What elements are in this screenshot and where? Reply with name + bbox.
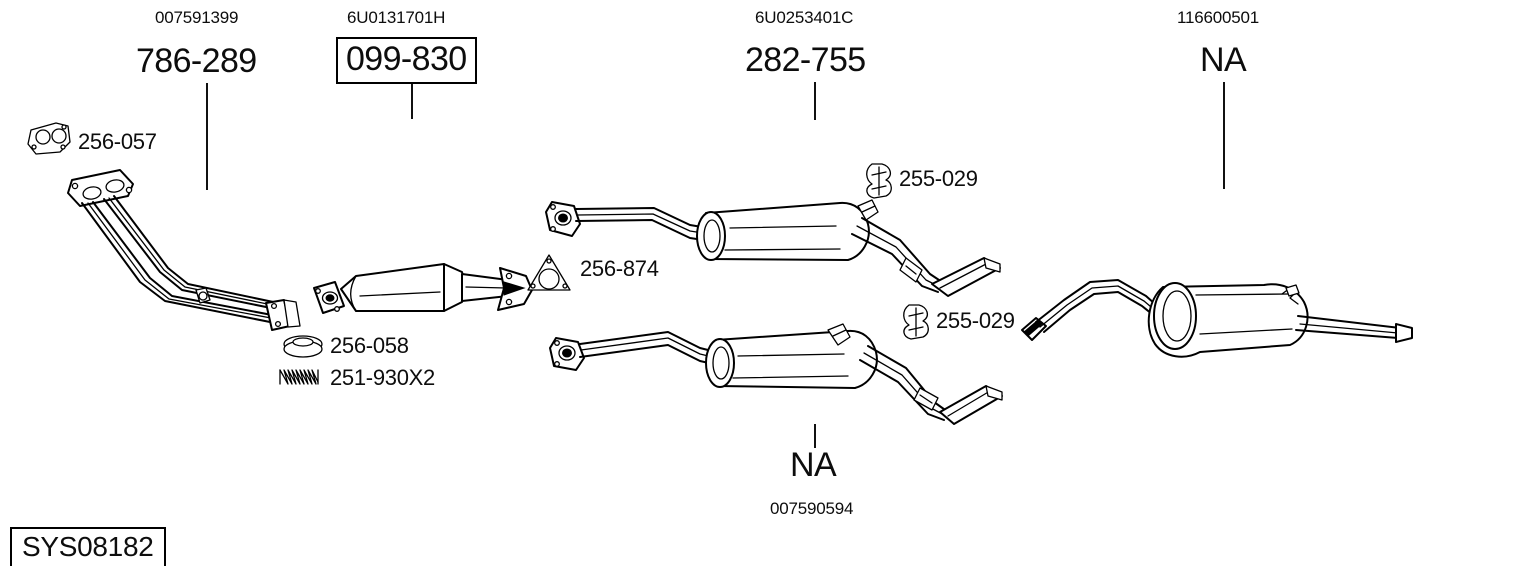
oem-number-centre-silencer-alt: 007590594 bbox=[770, 499, 854, 518]
front-pipe-artwork bbox=[67, 169, 301, 331]
leader-line-centre-silencer-alt bbox=[814, 424, 816, 448]
small-part-label-255-029-lower[interactable]: 255-029 bbox=[936, 308, 1015, 333]
oem-number-front-pipe: 007591399 bbox=[155, 8, 239, 27]
oem-number-rear-silencer: 116600501 bbox=[1177, 8, 1260, 27]
centre-silencer-lower-artwork bbox=[549, 323, 1003, 425]
part-number-front-pipe[interactable]: 786-289 bbox=[136, 42, 257, 80]
part-number-catalytic-converter[interactable]: 099-830 bbox=[336, 37, 477, 84]
rubber-hanger-icon-upper-art bbox=[866, 163, 892, 199]
part-number-rear-silencer[interactable]: NA bbox=[1200, 41, 1247, 79]
small-part-label-256-057[interactable]: 256-057 bbox=[78, 129, 157, 154]
seal-ring-icon-art bbox=[283, 335, 323, 358]
leader-line-centre-silencer bbox=[814, 82, 816, 120]
leader-line-rear-silencer bbox=[1223, 82, 1225, 189]
rubber-hanger-icon-lower-art bbox=[903, 304, 929, 340]
system-code-badge[interactable]: SYS08182 bbox=[10, 527, 166, 566]
rear-silencer-artwork bbox=[1021, 279, 1413, 358]
small-part-label-251-930X2[interactable]: 251-930X2 bbox=[330, 365, 435, 390]
small-part-label-256-874[interactable]: 256-874 bbox=[580, 256, 659, 281]
oem-number-catalytic-converter: 6U0131701H bbox=[347, 8, 446, 27]
oem-number-centre-silencer: 6U0253401C bbox=[755, 8, 854, 27]
part-number-centre-silencer[interactable]: 282-755 bbox=[745, 41, 866, 79]
leader-line-catalytic-converter bbox=[411, 83, 413, 119]
leader-line-front-pipe bbox=[206, 83, 208, 190]
spring-icon-art bbox=[279, 369, 319, 385]
catalytic-converter-artwork bbox=[313, 263, 533, 314]
part-number-centre-silencer-alt[interactable]: NA bbox=[790, 446, 837, 484]
flange-gasket-icon-art bbox=[27, 122, 71, 155]
small-part-label-255-029-upper[interactable]: 255-029 bbox=[899, 166, 978, 191]
centre-silencer-upper-artwork bbox=[545, 199, 1001, 297]
small-part-label-256-058[interactable]: 256-058 bbox=[330, 333, 409, 358]
triangular-gasket-icon-art bbox=[527, 254, 571, 291]
